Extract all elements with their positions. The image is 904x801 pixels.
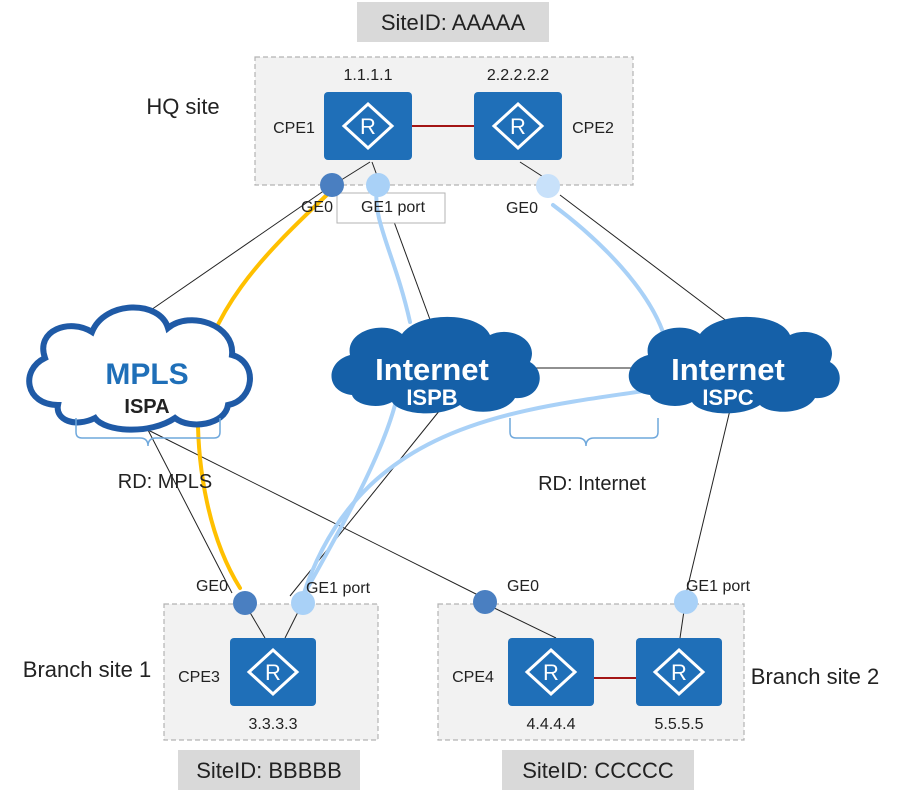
ispb-cloud-icon (331, 316, 540, 414)
branch2-ge0-label: GE0 (507, 578, 539, 595)
link-mpls-cpe4 (147, 429, 485, 599)
hq-cpe2-ge0-label: GE0 (506, 200, 538, 217)
link-mpls-cpe3 (147, 429, 233, 594)
link-ispc-cpe5 (685, 409, 731, 595)
cpe3-name: CPE3 (178, 669, 220, 686)
mpls-rd-brace (75, 418, 221, 447)
branch2-ge1-port-icon[interactable] (674, 590, 698, 614)
mpls-rd-label: RD: MPLS (118, 471, 212, 493)
cpe4-router-glyph: R (543, 660, 559, 685)
branch1-ge1-label: GE1 port (306, 580, 371, 597)
blue-link-cpe2-ispc (551, 203, 667, 340)
internet-rd-label: RD: Internet (538, 473, 646, 495)
cpe2-router-glyph: R (510, 114, 526, 139)
mpls-cloud-title: MPLS (105, 358, 188, 391)
cpe3-router-glyph: R (265, 660, 281, 685)
cpe4-router-icon[interactable] (508, 638, 594, 706)
cpe1-router-icon[interactable] (324, 92, 412, 160)
branch2-site-name: Branch site 2 (751, 664, 879, 689)
hq-cpe1-ge0-port-icon[interactable] (320, 173, 344, 197)
ispb-cloud-title: Internet (375, 352, 489, 387)
branch2-ge0-port-icon[interactable] (473, 590, 497, 614)
link-cpe1-to-ge0 (337, 161, 371, 183)
link-ge0-cpe4 (485, 603, 557, 639)
ispc-cloud-title: Internet (671, 352, 785, 387)
cpe1-ip: 1.1.1.1 (344, 67, 393, 84)
branch2-site-id-box (502, 750, 694, 790)
cpe2-name: CPE2 (572, 120, 614, 137)
branch2-ge1-label: GE1 port (686, 578, 751, 595)
hq-cpe2-ge0-port-icon[interactable] (536, 174, 560, 198)
cpe5-ip: 5.5.5.5 (655, 716, 704, 733)
ispb-cloud-subtitle: ISPB (406, 385, 457, 410)
mpls-cloud-icon (26, 304, 253, 433)
hq-site-id-label: SiteID: AAAAA (381, 10, 526, 35)
hq-cpe1-ge0-label: GE0 (301, 199, 333, 216)
hq-site-container (254, 56, 634, 186)
cpe1-name: CPE1 (273, 120, 315, 137)
hq-site-id-box (357, 2, 549, 42)
hq-site-name: HQ site (146, 94, 219, 119)
cpe5-router-glyph: R (671, 660, 687, 685)
ispc-cloud-icon (628, 316, 840, 414)
cpe2-router-icon[interactable] (474, 92, 562, 160)
branch1-site-id-label: SiteID: BBBBB (196, 758, 342, 783)
cpe5-router-icon[interactable] (636, 638, 722, 706)
link-cpe1-ge0-mpls (147, 189, 326, 313)
blue-link-ispb-cpe3 (301, 403, 397, 598)
hq-cpe1-ge1-port-icon[interactable] (366, 173, 390, 197)
branch1-ge0-label: GE0 (196, 578, 228, 595)
branch2-site-id-label: SiteID: CCCCC (522, 758, 674, 783)
ispc-cloud-subtitle: ISPC (702, 385, 753, 410)
blue-link-cpe1-ispb (374, 186, 412, 324)
cpe4-ip: 4.4.4.4 (527, 716, 576, 733)
cpe2-ip: 2.2.2.2.2 (487, 67, 549, 84)
cpe1-router-glyph: R (360, 114, 376, 139)
internet-rd-brace (509, 418, 659, 447)
hq-cpe1-ge1-label: GE1 port (361, 199, 426, 216)
mpls-cloud-subtitle: ISPA (124, 396, 169, 418)
blue-link-ispc-cpe3 (301, 388, 652, 598)
branch1-site-name: Branch site 1 (23, 657, 151, 682)
hq-ge1-port-box (336, 192, 446, 224)
cpe3-ip: 3.3.3.3 (249, 716, 298, 733)
branch1-site-id-box (178, 750, 360, 790)
branch1-ge0-port-icon[interactable] (233, 591, 257, 615)
cpe4-name: CPE4 (452, 669, 494, 686)
branch1-ge1-port-icon[interactable] (291, 591, 315, 615)
cpe3-router-icon[interactable] (230, 638, 316, 706)
link-cpe2-ispc (559, 194, 729, 323)
